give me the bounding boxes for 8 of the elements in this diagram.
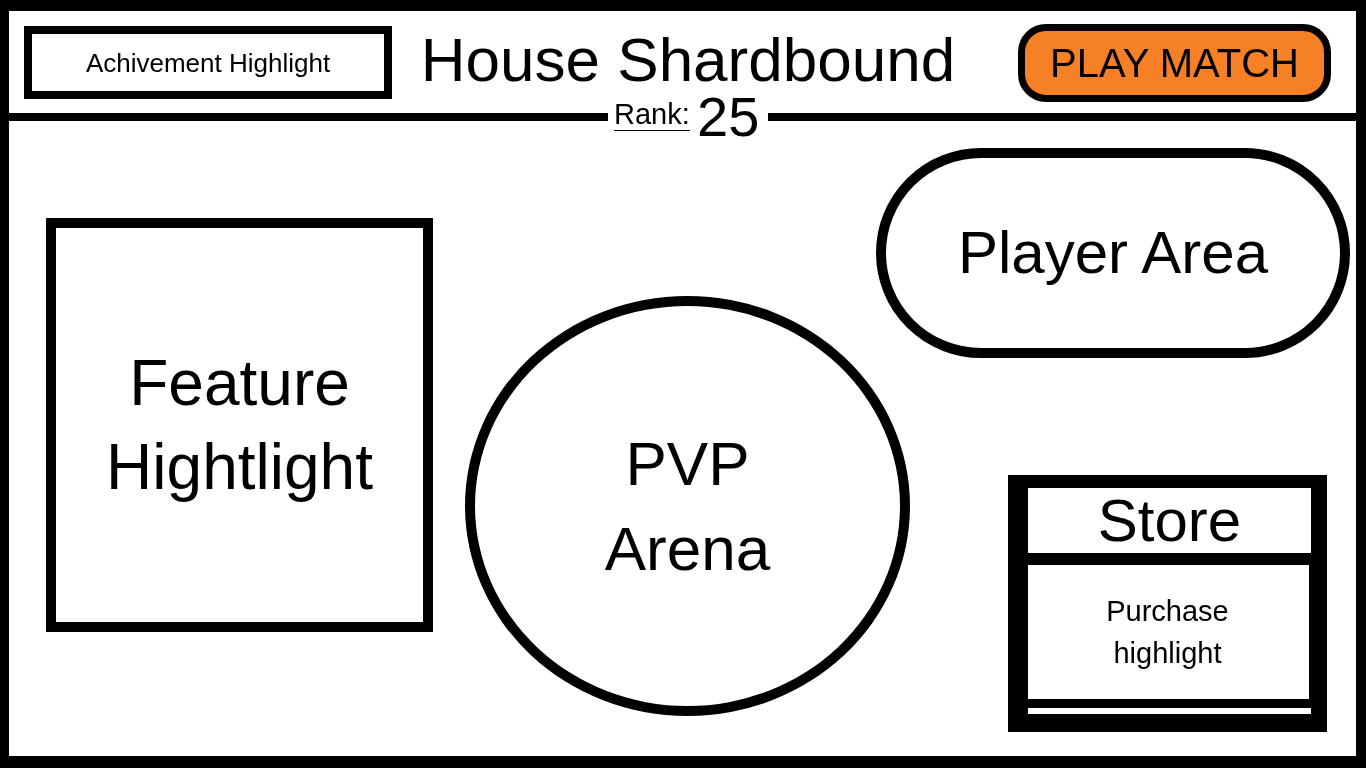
play-match-button: PLAY MATCH [1018,24,1331,102]
store-heading: Store [1028,488,1311,553]
purchase-highlight-box: Purchase highlight [1028,565,1309,699]
pvp-arena-circle: PVP Arena [465,296,910,716]
achievement-highlight-box: Achivement Highlight [24,26,392,99]
store-panel [1008,475,1327,732]
rank-label: Rank: [614,99,690,131]
feature-highlight-box: Feature Hightlight [46,218,433,632]
